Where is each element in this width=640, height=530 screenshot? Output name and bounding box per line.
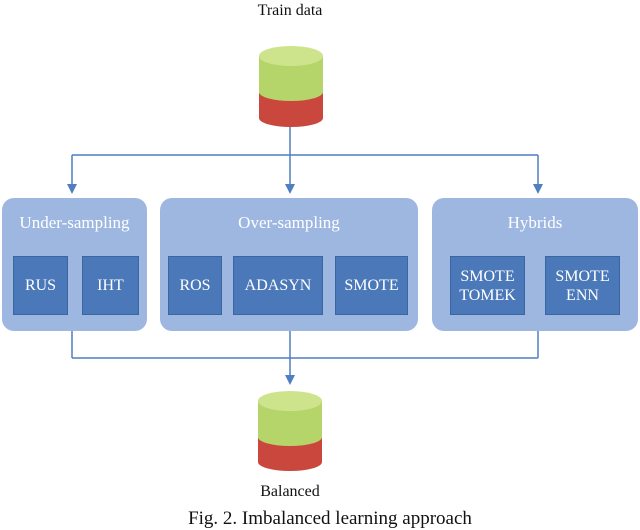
method-smote-tomek: SMOTE TOMEK <box>450 256 525 315</box>
group-over-sampling: Over-sampling ROS ADASYN SMOTE <box>160 198 418 331</box>
method-smote: SMOTE <box>335 256 408 315</box>
method-smote-enn: SMOTE ENN <box>545 256 620 315</box>
group-under-sampling: Under-sampling RUS IHT <box>2 198 147 331</box>
train-data-database-icon <box>259 46 323 127</box>
group-hybrids: Hybrids SMOTE TOMEK SMOTE ENN <box>432 198 638 331</box>
group-title-hybrids: Hybrids <box>507 213 563 232</box>
method-ros: ROS <box>168 256 222 315</box>
group-title-under-sampling: Under-sampling <box>19 213 130 232</box>
method-adasyn: ADASYN <box>233 256 323 315</box>
figure-caption: Fig. 2. Imbalanced learning approach <box>188 508 472 529</box>
method-iht: IHT <box>82 256 139 315</box>
balanced-database-icon <box>258 391 322 471</box>
balanced-label: Balanced <box>260 483 320 500</box>
group-title-over-sampling: Over-sampling <box>238 213 340 232</box>
method-rus: RUS <box>13 256 68 315</box>
train-data-label: Train data <box>257 2 323 19</box>
